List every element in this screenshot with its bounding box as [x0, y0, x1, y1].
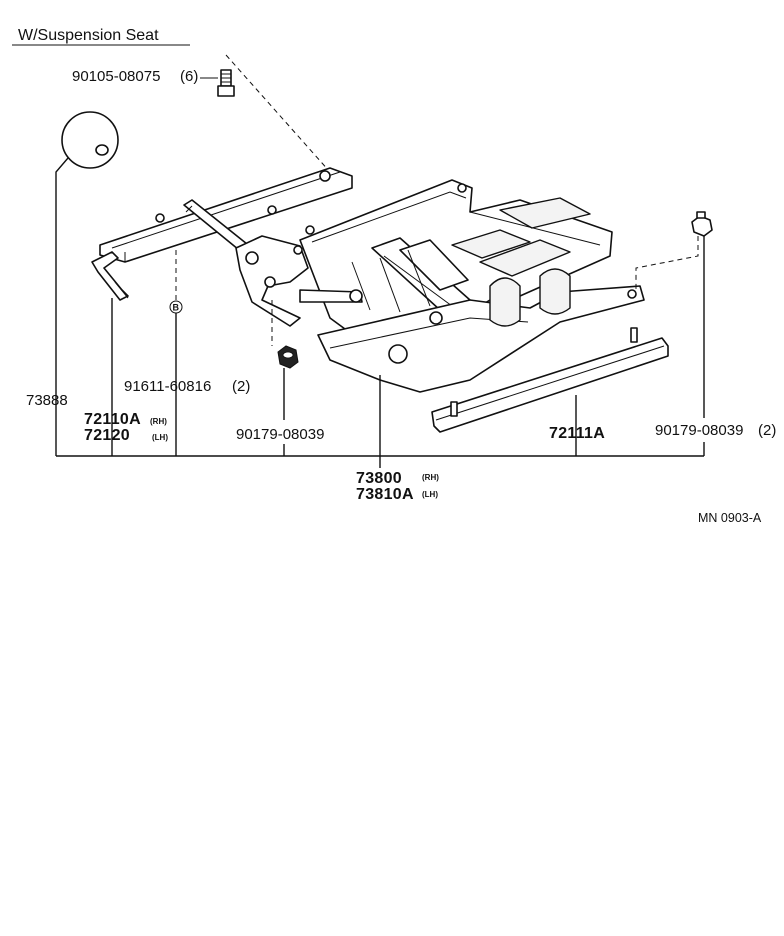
leader-knob [55, 157, 69, 456]
label-bolt-top-qty: (6) [180, 68, 198, 85]
reference-code: MN 0903-A [698, 511, 762, 525]
label-knob-number: 73888 [26, 392, 68, 409]
nut-left [277, 345, 299, 369]
diagram-title: W/Suspension Seat [18, 27, 159, 44]
label-nut-right-number: 90179-08039 [655, 422, 743, 439]
nut-right [691, 211, 713, 237]
label-nut-left-number: 90179-08039 [236, 426, 324, 443]
label-rail-number: 72111A [549, 425, 605, 442]
seat-adjuster [91, 167, 353, 301]
label-bolt-b-qty: (2) [232, 378, 250, 395]
dash-bolt-top [225, 54, 331, 173]
label-adjuster-rh-number: 72110A [84, 411, 141, 428]
label-suspension-lh-number: 73810A [356, 486, 414, 503]
label-suspension-rh-side: (RH) [422, 473, 439, 482]
suspension-frame [235, 179, 645, 393]
bolt-top [217, 69, 235, 97]
label-adjuster-rh-side: (RH) [150, 417, 167, 426]
label-suspension-rh-number: 73800 [356, 470, 402, 487]
label-bolt-b-number: 91611-60816 [124, 378, 211, 395]
label-bolt-top-number: 90105-08075 [72, 68, 160, 85]
label-suspension-lh-side: (LH) [422, 490, 438, 499]
callout-letter: B [173, 303, 180, 313]
label-adjuster-lh-side: (LH) [152, 433, 168, 442]
label-nut-right-qty: (2) [758, 422, 776, 439]
dash-nut-right [635, 236, 699, 290]
label-adjuster-lh-number: 72120 [84, 427, 130, 444]
floor-rail [431, 327, 669, 433]
knob [61, 111, 119, 169]
